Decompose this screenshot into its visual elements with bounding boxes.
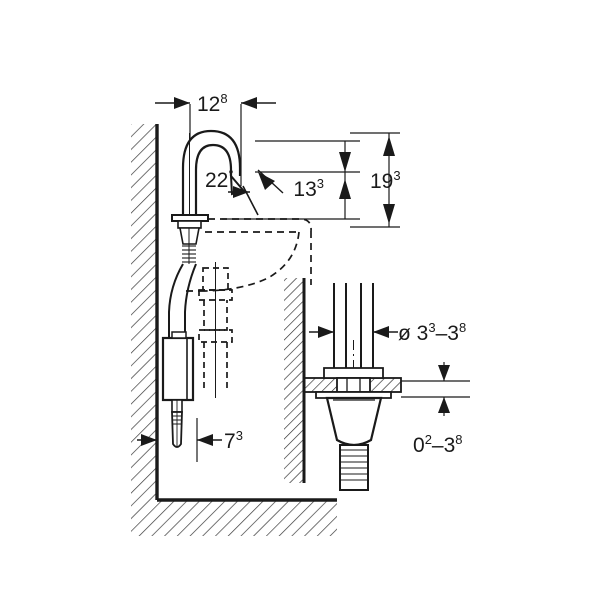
control-box-cap <box>171 331 187 339</box>
mounting-nut <box>336 377 371 393</box>
dim-label-counter-thickness: 02–38 <box>413 432 463 457</box>
dim-arrow-19-bottom <box>383 204 395 224</box>
control-box-housing <box>161 336 195 402</box>
threaded-shank <box>339 444 369 491</box>
dim-arrow-thickness-top <box>438 365 450 381</box>
angle-arrow-right <box>258 172 275 190</box>
dim-label-spout-height-inner: 133 <box>293 176 324 201</box>
trap-tailpipe <box>203 342 228 392</box>
faucet-base-mount <box>171 214 209 264</box>
dim-label-wall-offset: 73 <box>224 428 243 453</box>
dimension-hole-diameter: ø 33–38 <box>309 320 466 345</box>
dim-arrow-offset-right <box>197 434 213 446</box>
dim-arrow-dia-right <box>373 326 389 338</box>
detail-view-wall <box>284 278 306 483</box>
spout-inner-curve <box>194 143 233 218</box>
dimension-counter-thickness: 02–38 <box>401 362 470 457</box>
dimension-spout-projection: 128 <box>155 91 276 186</box>
lower-connection <box>171 399 183 448</box>
basin-rim-top <box>208 218 312 232</box>
basin-bowl-curve <box>204 231 300 292</box>
riser-pipe <box>333 283 374 378</box>
supply-hose-left <box>168 263 184 338</box>
floor-hatching <box>131 500 337 536</box>
dimension-spout-angle: 22° <box>205 167 284 216</box>
dim-label-hole-diameter: ø 33–38 <box>398 320 466 345</box>
faucet-base-flange <box>171 214 209 222</box>
dim-arrow-left <box>174 97 190 109</box>
threaded-shank-threads <box>341 449 367 481</box>
dim-arrow-13-bottom <box>339 179 351 199</box>
detail-wall-hatching <box>284 278 304 483</box>
washbasin <box>186 218 312 292</box>
trap-nut <box>198 329 233 343</box>
left-view-floor <box>131 498 337 536</box>
dim-arrow-dia-left <box>318 326 334 338</box>
dim-arrow-right <box>241 97 257 109</box>
dim-arrow-13-top <box>339 152 351 172</box>
dimension-spout-height-outer: 193 <box>350 132 401 228</box>
left-view-wall <box>131 124 159 500</box>
dim-label-spout-angle: 22° <box>205 167 234 192</box>
control-box <box>161 331 195 402</box>
faucet-base-washer <box>177 220 202 229</box>
dim-label-spout-height-outer: 193 <box>370 168 401 193</box>
dim-arrow-offset-left <box>141 434 157 446</box>
spout-outer-curve <box>181 129 242 218</box>
dim-arrow-19-top <box>383 136 395 156</box>
drain-collar <box>198 289 233 301</box>
dimension-wall-offset: 73 <box>137 418 243 462</box>
dimension-spout-height-inner: 133 <box>222 140 360 220</box>
dim-arrow-thickness-bottom <box>438 397 450 413</box>
dim-label-spout-projection: 128 <box>197 91 228 116</box>
mounting-hardware <box>315 367 392 399</box>
tapered-body <box>325 396 383 447</box>
mounting-upper-flange <box>323 367 384 379</box>
mounting-lower-washer <box>315 391 392 399</box>
angle-ray-line <box>242 185 259 216</box>
angle-arrow-left <box>233 186 249 198</box>
